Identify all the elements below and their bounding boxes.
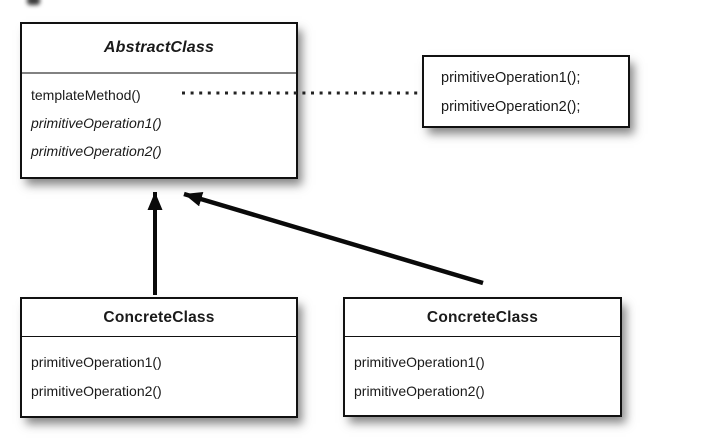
class-separator — [22, 336, 296, 337]
class-methods-list: primitiveOperation1() primitiveOperation… — [22, 337, 296, 406]
method-primitive-operation1: primitiveOperation1() — [31, 115, 162, 131]
class-box-concreteclass-right: ConcreteClass primitiveOperation1() prim… — [343, 297, 622, 417]
class-methods-list: templateMethod() primitiveOperation1() p… — [22, 74, 296, 165]
method-primitive-operation1: primitiveOperation1() — [31, 354, 162, 370]
class-title-abstractclass: AbstractClass — [103, 39, 215, 56]
class-title-concreteclass: ConcreteClass — [103, 309, 215, 326]
method-primitive-operation2: primitiveOperation2() — [31, 143, 162, 159]
class-separator — [345, 336, 620, 337]
note-box-template-method-body: primitiveOperation1(); primitiveOperatio… — [422, 55, 630, 128]
class-box-concreteclass-left: ConcreteClass primitiveOperation1() prim… — [20, 297, 298, 418]
class-separator — [22, 72, 296, 74]
generalization-arrow-right — [183, 191, 484, 286]
note-line-primitive-operation1: primitiveOperation1(); — [441, 70, 581, 86]
class-title-concreteclass: ConcreteClass — [426, 309, 539, 326]
method-primitive-operation2: primitiveOperation2() — [31, 383, 162, 399]
class-methods-list: primitiveOperation1() primitiveOperation… — [345, 337, 620, 406]
method-template-method: templateMethod() — [31, 87, 141, 103]
top-edge-smudge-artifact — [27, 0, 40, 5]
method-primitive-operation1: primitiveOperation1() — [354, 354, 485, 370]
note-line-primitive-operation2: primitiveOperation2(); — [441, 99, 581, 115]
method-primitive-operation2: primitiveOperation2() — [354, 383, 485, 399]
class-box-abstractclass: AbstractClass templateMethod() primitive… — [20, 22, 298, 179]
note-lines: primitiveOperation1(); primitiveOperatio… — [424, 57, 628, 122]
